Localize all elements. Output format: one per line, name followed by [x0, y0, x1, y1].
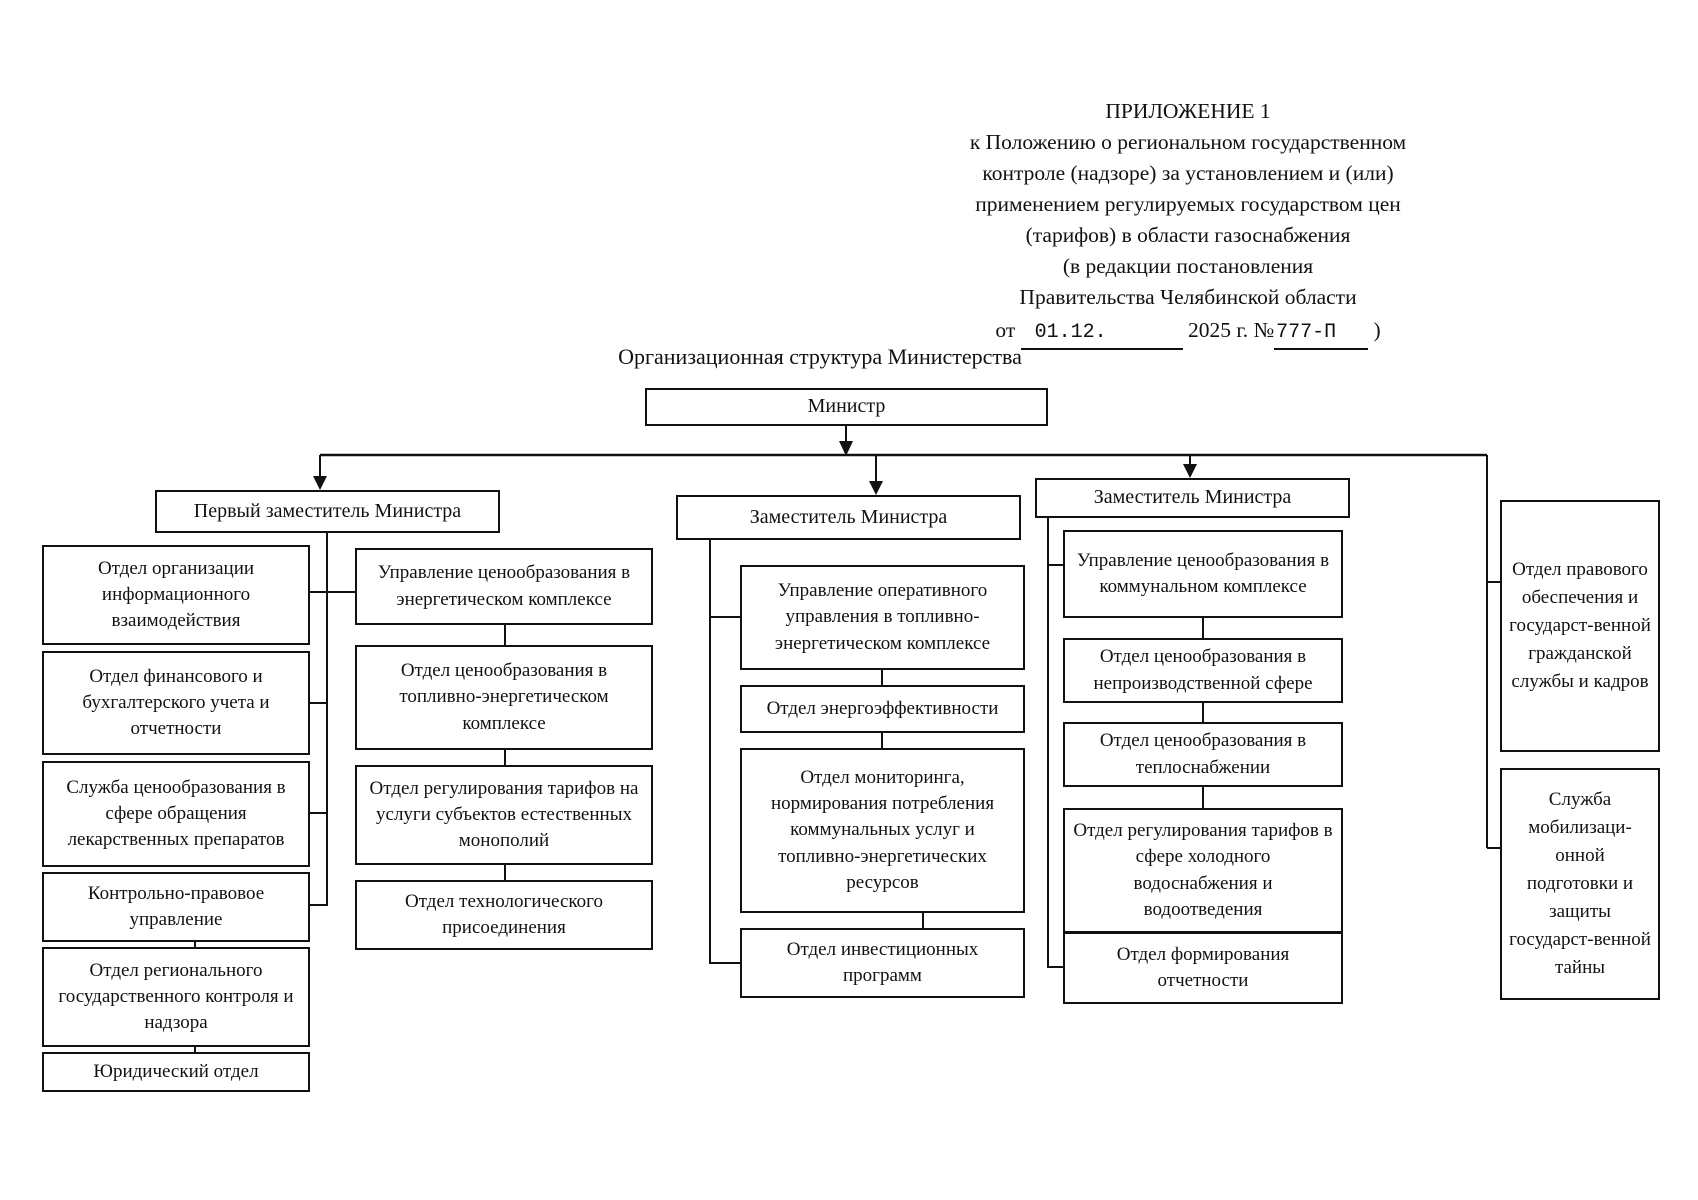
org-node-legal-department: Юридический отдел [42, 1052, 310, 1092]
org-node-water-tariffs: Отдел регулирования тарифов в сфере холо… [1063, 808, 1343, 933]
org-node-investment-programs: Отдел инвестиционных программ [740, 928, 1025, 998]
org-node-finance-accounting: Отдел финансового и бухгалтерского учета… [42, 651, 310, 755]
date-prefix: от [995, 318, 1016, 342]
chart-title: Организационная структура Министерства [618, 344, 1022, 369]
org-node-natural-monopoly-tariffs: Отдел регулирования тарифов на услуги су… [355, 765, 653, 865]
org-node-energy-pricing-directorate: Управление ценообразования в энергетичес… [355, 548, 653, 625]
header-line: к Положению о региональном государственн… [969, 130, 1407, 154]
org-node-regional-control: Отдел регионального государственного кон… [42, 947, 310, 1047]
org-node-energy-efficiency: Отдел энергоэффективности [740, 685, 1025, 733]
org-node-information-interaction: Отдел организации информационного взаимо… [42, 545, 310, 645]
document-number: 777-П [1274, 317, 1369, 350]
org-node-mobilization-state-secret: Служба мобилизаци-онной подготовки и защ… [1500, 768, 1660, 1000]
org-node-technological-connection: Отдел технологического присоединения [355, 880, 653, 950]
org-node-reporting: Отдел формирования отчетности [1063, 932, 1343, 1004]
appendix-title: ПРИЛОЖЕНИЕ 1 [1105, 99, 1271, 123]
date-close: ) [1373, 318, 1381, 342]
org-node-control-legal: Контрольно-правовое управление [42, 872, 310, 942]
date-middle: 2025 г. № [1188, 318, 1275, 342]
header-line: контроле (надзоре) за установлением и (и… [982, 161, 1394, 185]
org-node-fuel-energy-pricing: Отдел ценообразования в топливно-энергет… [355, 645, 653, 750]
date-value: 01.12. [1020, 317, 1183, 350]
org-node-legal-support-civil-service: Отдел правового обеспечения и государст-… [1500, 500, 1660, 752]
org-node-communal-pricing-directorate: Управление ценообразования в коммунально… [1063, 530, 1343, 618]
org-node-deputy-minister-2: Заместитель Министра [676, 495, 1021, 540]
header-line: (тарифов) в области газоснабжения [1025, 223, 1351, 247]
org-node-minister: Министр [645, 388, 1048, 426]
org-node-nonproduction-pricing: Отдел ценообразования в непроизводственн… [1063, 638, 1343, 703]
header-line: (в редакции постановления [1062, 254, 1314, 278]
org-node-operational-management: Управление оперативного управления в топ… [740, 565, 1025, 670]
org-node-pharma-pricing-service: Служба ценообразования в сфере обращения… [42, 761, 310, 867]
org-node-heat-supply-pricing: Отдел ценообразования в теплоснабжении [1063, 722, 1343, 787]
org-node-deputy-minister-3: Заместитель Министра [1035, 478, 1350, 518]
org-node-monitoring-rationing: Отдел мониторинга, нормирования потребле… [740, 748, 1025, 913]
header-line: Правительства Челябинской области [1019, 285, 1357, 309]
header-line: применением регулируемых государством це… [975, 192, 1401, 216]
document-header: ПРИЛОЖЕНИЕ 1 к Положению о региональном … [882, 96, 1494, 350]
org-node-first-deputy: Первый заместитель Министра [155, 490, 500, 533]
